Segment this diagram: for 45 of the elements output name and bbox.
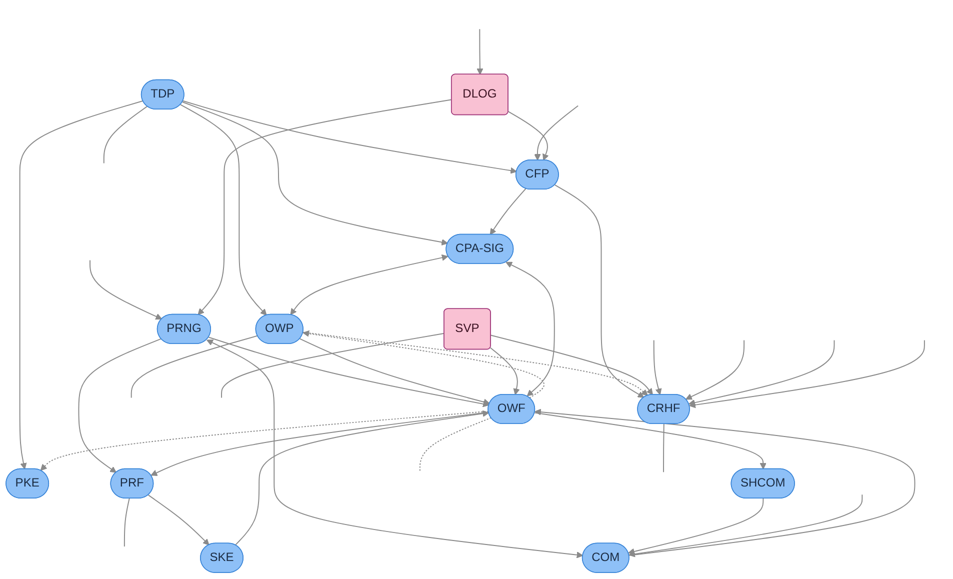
- arrow: [508, 111, 549, 161]
- ellipse-node: TDP: [140, 79, 184, 110]
- arrow: [534, 408, 916, 556]
- arrow: [554, 184, 644, 398]
- ellipse-node: OWP: [255, 314, 304, 344]
- arrow: [234, 410, 490, 546]
- arrow: [290, 254, 448, 316]
- arrow: [534, 412, 766, 470]
- arrow: [299, 338, 490, 406]
- process-box: DLOG: [450, 74, 508, 116]
- arrow: [628, 494, 863, 558]
- arrow: [476, 28, 484, 75]
- ellipse-node: PKE: [6, 468, 50, 498]
- arrow: [206, 340, 584, 558]
- arrow: [208, 336, 490, 408]
- arrow: [78, 338, 162, 473]
- arrow: [506, 262, 555, 396]
- arrow: [302, 332, 648, 396]
- arrow: [653, 340, 662, 396]
- ellipse-node: COM: [582, 542, 630, 573]
- arrow: [689, 340, 925, 408]
- ellipse-node: CPA-SIG: [446, 234, 514, 264]
- arrow: [490, 347, 520, 396]
- ellipse-node: PRF: [110, 468, 154, 498]
- arrow: [182, 100, 517, 174]
- arrow: [534, 105, 579, 161]
- ellipse-node: SKE: [200, 542, 244, 573]
- ellipse-node: OWF: [488, 394, 536, 424]
- arrow: [180, 104, 267, 316]
- ellipse-node: SHCOM: [730, 468, 795, 498]
- arrow: [198, 99, 452, 316]
- ellipse-node: PRNG: [156, 314, 211, 344]
- ellipse-node: CFP: [516, 159, 559, 190]
- arrow: [90, 260, 162, 320]
- arrow: [148, 494, 210, 546]
- arrow: [490, 334, 653, 396]
- arrow: [686, 340, 745, 400]
- ellipse-node: CRHF: [637, 394, 690, 424]
- arrow: [19, 100, 144, 470]
- process-box: SVP: [444, 308, 491, 350]
- arrow: [182, 102, 448, 246]
- arrow: [688, 340, 835, 406]
- arrow: [302, 330, 544, 398]
- arrow: [490, 188, 526, 235]
- arrow: [628, 498, 764, 555]
